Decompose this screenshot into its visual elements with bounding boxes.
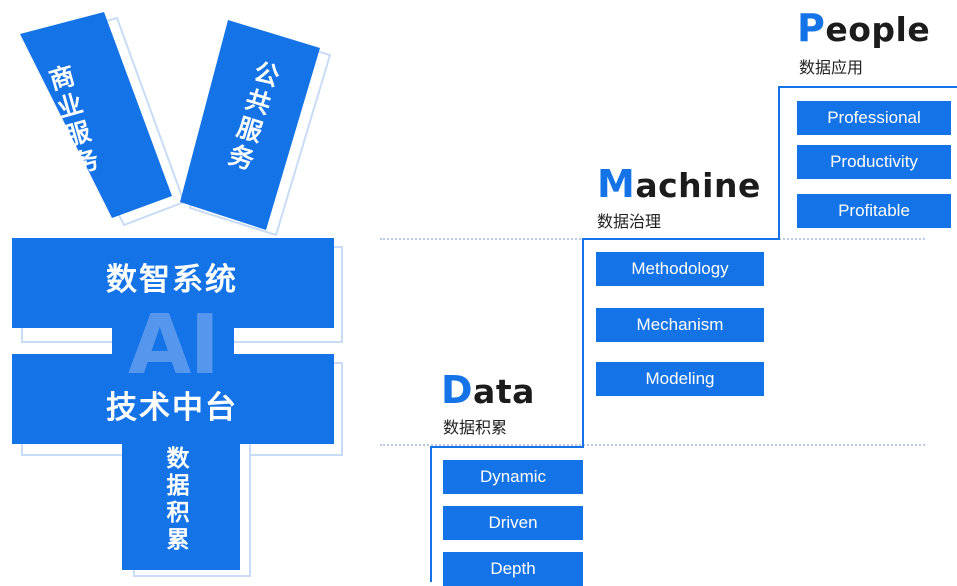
pill-profitable: Profitable <box>797 194 951 228</box>
tier-title-data-initial: D <box>441 368 474 412</box>
tier-title-machine-initial: M <box>597 162 636 206</box>
yuan-logo-body <box>12 12 334 570</box>
pill-depth: Depth <box>443 552 583 586</box>
pill-dynamic: Dynamic <box>443 460 583 494</box>
pill-mechanism: Mechanism <box>596 308 764 342</box>
step-horizontal-people <box>778 86 957 88</box>
left-arm <box>20 12 172 218</box>
tier-subtitle-machine: 数据治理 <box>597 212 662 231</box>
pill-methodology: Methodology <box>596 252 764 286</box>
step-vertical-machine <box>582 238 584 448</box>
tier-subtitle-people: 数据应用 <box>799 58 864 77</box>
bottom-bar-label: 技术中台 <box>106 390 238 426</box>
pill-driven: Driven <box>443 506 583 540</box>
top-bar <box>12 238 334 328</box>
tier-subtitle-data: 数据积累 <box>443 418 508 437</box>
pill-professional: Professional <box>797 101 951 135</box>
step-vertical-data <box>430 446 432 582</box>
stem-label: 数据积累 <box>166 446 190 553</box>
pill-modeling: Modeling <box>596 362 764 396</box>
tier-title-people-initial: P <box>797 6 826 50</box>
pill-productivity: Productivity <box>797 145 951 179</box>
ai-watermark: AI <box>128 298 220 393</box>
tier-title-people: People <box>797 6 930 50</box>
tier-title-data: Data <box>441 368 535 412</box>
stem <box>122 420 240 570</box>
tier-title-data-rest: ata <box>473 372 535 411</box>
yuan-logo <box>12 12 343 577</box>
top-bar-label: 数智系统 <box>106 262 238 298</box>
tier-title-machine-rest: achine <box>635 166 761 205</box>
tier-title-people-rest: eople <box>825 10 931 49</box>
tier-title-machine: Machine <box>597 162 761 206</box>
right-arm <box>180 20 320 230</box>
step-vertical-people <box>778 86 780 240</box>
step-horizontal-machine <box>582 238 780 240</box>
guide-line-bottom <box>380 444 925 446</box>
step-horizontal-data <box>430 446 584 448</box>
